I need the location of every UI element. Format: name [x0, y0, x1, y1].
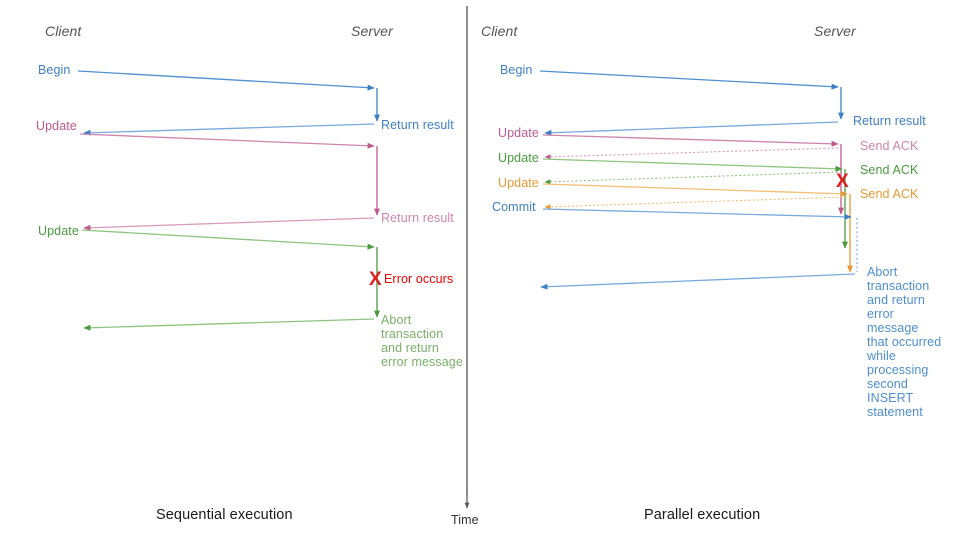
left-panel-caption: Sequential execution	[156, 507, 293, 523]
left-server-label-return-result-2: Return result	[381, 211, 454, 225]
msg-commit-request-right	[542, 208, 852, 220]
time-axis-label: Time	[451, 513, 479, 527]
right-client-label-commit: Commit	[492, 200, 536, 214]
right-client-label-update-1: Update	[498, 126, 539, 140]
msg-ack-orange-right	[544, 196, 848, 210]
msg-abort-blue-right	[540, 273, 856, 290]
right-client-label-update-2: Update	[498, 151, 539, 165]
error-x-icon-left: X	[369, 269, 382, 290]
msg-begin-request-left	[77, 70, 375, 91]
right-panel-caption: Parallel execution	[644, 507, 761, 523]
msg-begin-request-right	[539, 70, 839, 90]
msg-return-result-pink-left	[83, 217, 375, 231]
right-server-label-return-result: Return result	[853, 114, 926, 128]
msg-update3-request-right	[542, 183, 848, 197]
msg-ack-green-right	[544, 171, 843, 185]
left-client-label-update-1: Update	[36, 119, 77, 133]
msg-return-result-blue-right	[544, 121, 839, 136]
right-client-label-begin: Begin	[500, 63, 533, 77]
left-client-label-update-2: Update	[38, 224, 79, 238]
msg-update2-request-right	[542, 158, 843, 172]
left-panel-messages	[77, 70, 381, 331]
msg-update1-request-right	[542, 134, 839, 147]
msg-update1-request-left	[79, 133, 375, 149]
right-client-label-update-3: Update	[498, 176, 539, 190]
left-client-label-begin: Begin	[38, 63, 71, 77]
msg-return-result-blue-left	[83, 123, 375, 136]
left-server-label-error-occurs: Error occurs	[384, 272, 454, 286]
msg-update2-request-left	[81, 229, 375, 250]
msg-ack-pink-right	[544, 147, 839, 160]
left-actor-client: Client	[45, 23, 82, 39]
right-actor-server: Server	[814, 23, 856, 39]
right-actor-client: Client	[481, 23, 518, 39]
right-server-label-send-ack-2: Send ACK	[860, 163, 919, 177]
right-panel-messages	[539, 70, 858, 290]
left-server-label-return-result-1: Return result	[381, 118, 454, 132]
left-actor-server: Server	[351, 23, 393, 39]
right-server-label-send-ack-1: Send ACK	[860, 139, 919, 153]
right-server-label-send-ack-3: Send ACK	[860, 187, 919, 201]
error-x-icon-right: X	[836, 171, 849, 192]
msg-abort-green-left	[83, 318, 375, 331]
